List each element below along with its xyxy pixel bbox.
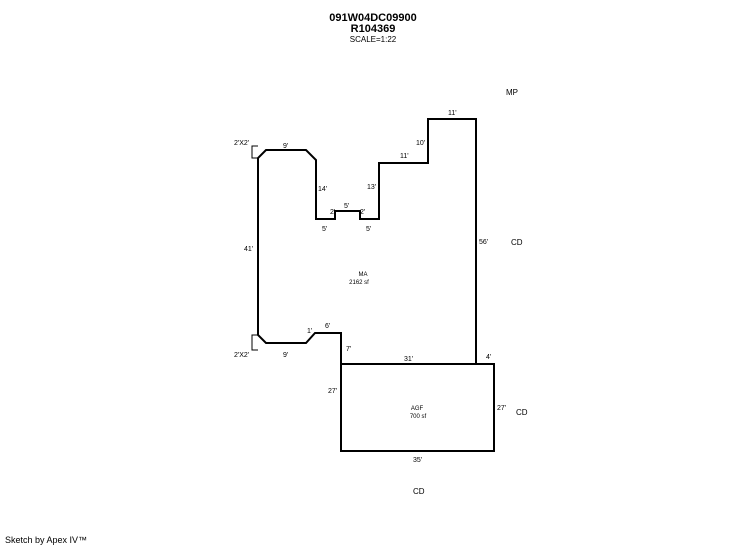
dim-small-step: 1' bbox=[307, 328, 312, 335]
dim-lower-step-width: 6' bbox=[325, 323, 330, 330]
dim-notch-left: 2' bbox=[330, 209, 335, 216]
garage-area-size: 700 sf bbox=[410, 414, 427, 420]
dim-left-inner: 14' bbox=[318, 186, 327, 193]
cd-label-right: CD bbox=[511, 238, 523, 247]
mp-label: MP bbox=[506, 88, 518, 97]
cd-label-bottom: CD bbox=[413, 487, 425, 496]
parcel-id: 091W04DC09900 bbox=[329, 12, 417, 24]
sketch-credit: Sketch by Apex IV™ bbox=[5, 535, 88, 545]
dim-step-upper: 10' bbox=[416, 140, 425, 147]
dim-garage-left: 27' bbox=[328, 388, 337, 395]
dim-left-bottom-width: 9' bbox=[283, 352, 288, 359]
dim-notch-right: 2' bbox=[360, 209, 365, 216]
dim-notch-top: 5' bbox=[344, 203, 349, 210]
dim-step-lower: 13' bbox=[367, 184, 376, 191]
main-area-size: 2162 sf bbox=[349, 280, 369, 286]
record-id: R104369 bbox=[350, 23, 396, 35]
scale-label: SCALE=1:22 bbox=[349, 35, 397, 44]
dim-garage-bottom: 35' bbox=[413, 457, 422, 464]
dim-corner-top: 2'X2' bbox=[234, 140, 249, 147]
dim-corner-bottom: 2'X2' bbox=[234, 352, 249, 359]
corner-bracket-bottom bbox=[251, 334, 258, 351]
garage-outline bbox=[340, 363, 495, 452]
dim-right-side: 56' bbox=[479, 239, 488, 246]
main-area-outline bbox=[257, 118, 477, 365]
dim-lower-drop: 7' bbox=[346, 346, 351, 353]
dim-inner-right-base: 5' bbox=[366, 226, 371, 233]
dim-left-side: 41' bbox=[244, 246, 253, 253]
main-area-code: MA bbox=[359, 272, 368, 278]
dim-garage-right: 27' bbox=[497, 405, 506, 412]
dim-inner-left-base: 5' bbox=[322, 226, 327, 233]
corner-bracket-top bbox=[251, 145, 258, 159]
dim-top-right: 11' bbox=[448, 110, 457, 117]
cd-label-garage: CD bbox=[516, 408, 528, 417]
dim-step-mid: 11' bbox=[400, 153, 409, 160]
dim-left-top-width: 9' bbox=[283, 143, 288, 150]
dim-main-bottom: 31' bbox=[404, 356, 413, 363]
garage-area-code: AGF bbox=[411, 406, 424, 412]
dim-garage-right-top: 4' bbox=[486, 354, 491, 361]
